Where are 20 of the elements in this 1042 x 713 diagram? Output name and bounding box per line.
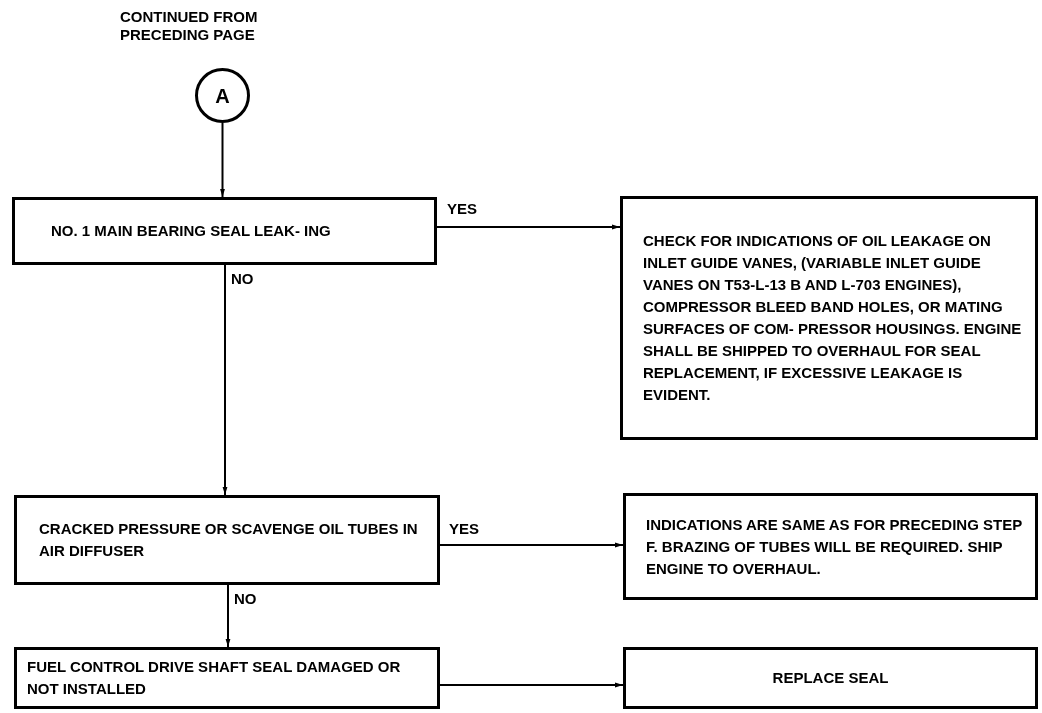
arrow <box>220 122 225 198</box>
box-text: INDICATIONS ARE SAME AS FOR PRECEDING STEP F. BRAZING OF TUBES WILL BE REQUIRED. SHIP ENGINE TO OVERHAUL. <box>646 514 1023 579</box>
continuation-note: CONTINUED FROM PRECEDING PAGE <box>120 8 259 44</box>
box-text: CHECK FOR INDICATIONS OF OIL LEAKAGE ON INLET GUIDE VANES, (VARIABLE INLET GUIDE VANES ON T53-L-13 B AND L-703 ENGINES), COMPRESSOR BLEED BAND HOLES, OR MATING SURFACES OF COM- PRESSOR HOUSINGS. ENGINE SHALL BE SHIPPED TO OVERHAUL FOR SEAL REPLACEMENT, IF EXCESSIVE LEAKAGE IS EVIDENT. <box>643 231 1023 405</box>
box-text: A <box>215 83 230 109</box>
process-box <box>14 647 440 709</box>
process-box <box>14 495 440 585</box>
process-box <box>623 493 1038 600</box>
process-box <box>620 196 1038 440</box>
arrow <box>439 682 624 688</box>
box-text: CRACKED PRESSURE OR SCAVENGE OIL TUBES IN AIR DIFFUSER <box>39 519 419 561</box>
box-text: FUEL CONTROL DRIVE SHAFT SEAL DAMAGED OR NOT INSTALLED <box>27 657 402 699</box>
box-text: REPLACE SEAL <box>772 667 889 688</box>
process-box <box>623 647 1038 709</box>
arrow <box>436 224 621 230</box>
arrow <box>225 584 231 648</box>
arrow <box>222 264 228 496</box>
arrow <box>439 542 624 548</box>
box-text: NO. 1 MAIN BEARING SEAL LEAK- ING <box>51 221 331 241</box>
process-box <box>12 197 437 265</box>
